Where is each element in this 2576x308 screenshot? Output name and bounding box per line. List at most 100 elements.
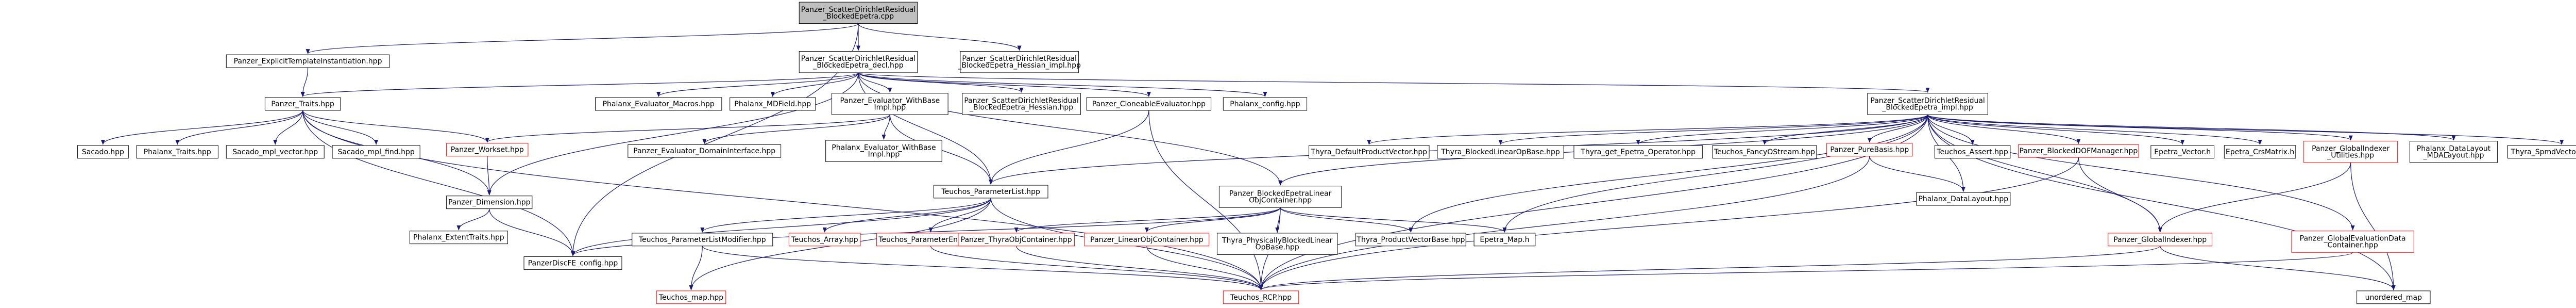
node-label-withbase-line-0: Panzer_Evaluator_WithBase xyxy=(840,96,940,105)
node-thyragetop[interactable]: Thyra_get_Epetra_Operator.hpp xyxy=(1573,145,1703,159)
edge-pentry-to-rcp xyxy=(930,246,1263,290)
node-hessian[interactable]: Panzer_ScatterDirichletResidual_BlockedE… xyxy=(957,51,1081,73)
node-paramlist[interactable]: Teuchos_ParameterList.hpp xyxy=(933,185,1048,199)
node-box-mdalayout xyxy=(2409,141,2498,163)
node-phxlayout[interactable]: Phalanx_DataLayout.hpp xyxy=(1916,192,2011,206)
node-label-thyradefprod: Thyra_DefaultProductVector.hpp xyxy=(1310,148,1427,156)
node-label-tmap: Teuchos_map.hpp xyxy=(658,294,723,302)
node-gidx[interactable]: Panzer_GlobalIndexer.hpp xyxy=(2108,233,2213,247)
edge-paramlist-to-tarray xyxy=(822,198,991,233)
node-label-epetramap: Epetra_Map.h xyxy=(1480,236,1529,244)
node-box-workset xyxy=(446,143,529,157)
node-box-thyradefprod xyxy=(1309,145,1430,159)
node-box-extenttraits xyxy=(409,231,508,245)
node-plistmod[interactable]: Teuchos_ParameterListModifier.hpp xyxy=(632,233,773,247)
node-label-mdfield: Phalanx_MDField.hpp xyxy=(734,100,811,108)
node-extenttraits[interactable]: Phalanx_ExtentTraits.hpp xyxy=(409,231,508,245)
node-thyradefprod[interactable]: Thyra_DefaultProductVector.hpp xyxy=(1309,145,1430,159)
edge-plistmod-to-rcp xyxy=(702,246,1263,290)
node-label-impl-line-0: Panzer_ScatterDirichletResidual xyxy=(1870,96,1985,105)
node-box-declhess xyxy=(962,93,1081,115)
node-thyraprodspace[interactable]: Thyra_ProductVectorBase.hpp xyxy=(1355,233,1466,247)
node-declhess[interactable]: Panzer_ScatterDirichletResidual_BlockedE… xyxy=(962,93,1081,115)
node-sacado[interactable]: Sacado.hpp xyxy=(77,145,129,159)
node-macros[interactable]: Phalanx_Evaluator_Macros.hpp xyxy=(595,97,722,111)
node-explicit[interactable]: Panzer_ExplicitTemplateInstantiation.hpp xyxy=(226,54,390,68)
node-domiface[interactable]: Panzer_Evaluator_DomainInterface.hpp xyxy=(628,144,782,158)
node-tarray[interactable]: Teuchos_Array.hpp xyxy=(788,233,861,247)
node-epetramap[interactable]: Epetra_Map.h xyxy=(1473,233,1536,247)
node-label-umap: unordered_map xyxy=(2365,294,2422,302)
node-label-thyraobj: Panzer_ThyraObjContainer.hpp xyxy=(961,236,1072,244)
node-epvector[interactable]: Epetra_Vector.h xyxy=(2150,145,2215,159)
node-tmap[interactable]: Teuchos_map.hpp xyxy=(656,290,726,304)
node-root: Panzer_ScatterDirichletResidual_BlockedE… xyxy=(799,2,918,24)
node-decl[interactable]: Panzer_ScatterDirichletResidual_BlockedE… xyxy=(799,51,918,73)
edge-blkdof-to-rcp xyxy=(1259,157,2079,290)
node-blkepetra[interactable]: Panzer_BlockedEpetraLinearObjContainer.h… xyxy=(1218,186,1342,208)
node-purebasis[interactable]: Panzer_PureBasis.hpp xyxy=(1826,143,1913,157)
node-label-explicit: Panzer_ExplicitTemplateInstantiation.hpp xyxy=(234,57,382,66)
node-label-plistmod: Teuchos_ParameterListModifier.hpp xyxy=(638,236,766,244)
node-box-spmd xyxy=(2507,145,2576,159)
node-assert[interactable]: Teuchos_Assert.hpp xyxy=(1934,145,2011,159)
node-thyrablkop[interactable]: Thyra_BlockedLinearOpBase.hpp xyxy=(1437,145,1564,159)
node-spmd[interactable]: Thyra_SpmdVectorBase.hpp xyxy=(2507,145,2576,159)
node-phxtraits[interactable]: Phalanx_Traits.hpp xyxy=(136,145,218,159)
node-sacmpifind[interactable]: Sacado_mpl_find.hpp xyxy=(332,145,420,159)
node-umap[interactable]: unordered_map xyxy=(2357,290,2431,304)
node-label-geval-line-1: Container.hpp xyxy=(2328,241,2378,249)
node-traits[interactable]: Panzer_Traits.hpp xyxy=(264,97,341,111)
node-box-thyraprodspace xyxy=(1355,233,1466,247)
node-gidxutil[interactable]: Panzer_GlobalIndexer_Utilities.hpp xyxy=(2303,141,2398,163)
node-cloneable[interactable]: Panzer_CloneableEvaluator.hpp xyxy=(1086,97,1212,111)
node-box-phxconfig xyxy=(1223,97,1308,111)
edge-traits-to-sacmpivec xyxy=(273,110,303,145)
node-box-thyraphys xyxy=(1216,233,1338,255)
edge-impl-to-thyrablkop xyxy=(1498,114,1928,145)
edge-decl-to-phxconfig xyxy=(858,72,1267,98)
node-box-assert xyxy=(1934,145,2011,159)
node-box-withbase xyxy=(832,93,948,115)
nodes-layer: Panzer_ScatterDirichletResidual_BlockedE… xyxy=(77,2,2576,304)
node-label-traits: Panzer_Traits.hpp xyxy=(271,100,334,108)
node-box-traits xyxy=(264,97,341,111)
edge-decl-to-impl xyxy=(858,72,1929,93)
node-box-phxlayout xyxy=(1916,192,2011,206)
node-linobj[interactable]: Panzer_LinearObjContainer.hpp xyxy=(1084,233,1210,247)
node-pdfeconfig[interactable]: PanzerDiscFE_config.hpp xyxy=(523,256,622,270)
node-fancy[interactable]: Teuchos_FancyOStream.hpp xyxy=(1712,145,1817,159)
node-mdfield[interactable]: Phalanx_MDField.hpp xyxy=(730,97,816,111)
node-label-pentry: Teuchos_ParameterEntry.hpp xyxy=(878,236,982,244)
node-box-explicit xyxy=(226,54,390,68)
edge-decl-to-withbase xyxy=(858,72,892,93)
edge-blkepetra-to-epetramap xyxy=(1280,207,1507,233)
node-label-thyraphys-line-1: OpBase.hpp xyxy=(1256,244,1299,252)
node-epcrs[interactable]: Epetra_CrsMatrix.h xyxy=(2224,145,2296,159)
node-sacmpivec[interactable]: Sacado_mpl_vector.hpp xyxy=(226,145,325,159)
node-rcp[interactable]: Teuchos_RCP.hpp xyxy=(1223,290,1299,304)
edge-impl-to-blkdof xyxy=(1927,115,2081,144)
edge-thyraobj-to-rcp xyxy=(1016,246,1263,290)
node-label-spmd: Thyra_SpmdVectorBase.hpp xyxy=(2511,148,2576,156)
edge-decl-to-blkepetra xyxy=(858,72,1283,186)
node-label-thyrablkop: Thyra_BlockedLinearOpBase.hpp xyxy=(1440,148,1560,156)
node-box-epvector xyxy=(2150,145,2215,159)
edge-impl-to-rcp xyxy=(1259,115,1928,290)
node-mdalayout[interactable]: Phalanx_DataLayout_MDALayout.hpp xyxy=(2409,141,2498,163)
node-thyraobj[interactable]: Panzer_ThyraObjContainer.hpp xyxy=(958,233,1075,247)
node-impl[interactable]: Panzer_ScatterDirichletResidual_BlockedE… xyxy=(1867,93,1988,115)
node-blkdof[interactable]: Panzer_BlockedDOFManager.hpp xyxy=(2018,144,2139,158)
edge-decl-to-traits xyxy=(301,72,859,98)
node-phxconfig[interactable]: Phalanx_config.hpp xyxy=(1223,97,1308,111)
node-workset[interactable]: Panzer_Workset.hpp xyxy=(446,143,529,157)
node-label-tarray: Teuchos_Array.hpp xyxy=(791,236,858,244)
node-dimension[interactable]: Panzer_Dimension.hpp xyxy=(446,196,533,209)
node-label-rcp: Teuchos_RCP.hpp xyxy=(1230,294,1292,302)
edge-explicit-to-traits xyxy=(300,68,309,98)
node-box-epetramap xyxy=(1473,233,1536,247)
